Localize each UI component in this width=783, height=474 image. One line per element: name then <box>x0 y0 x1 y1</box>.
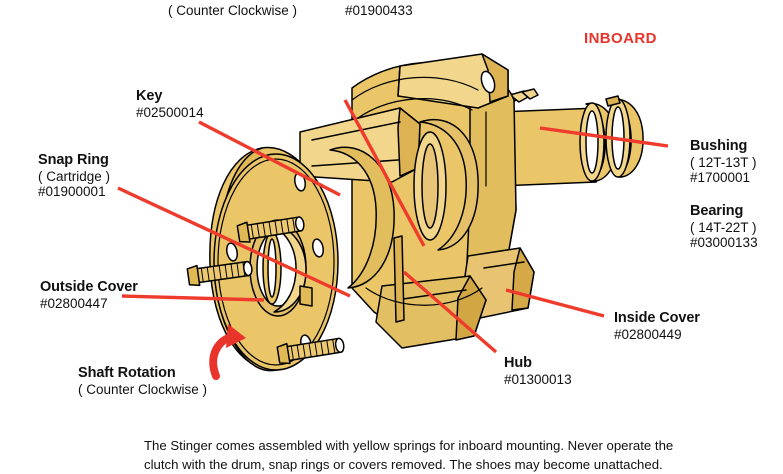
leader-lines <box>117 99 669 354</box>
callout-bushing-sub: ( 12T-13T ) <box>690 154 757 170</box>
callout-snap-ring-partnumber: #01900001 <box>38 184 106 200</box>
inboard-marker: INBOARD <box>584 30 657 47</box>
callout-hub-title: Hub <box>504 355 532 371</box>
callout-inside-cover-title: Inside Cover <box>614 310 700 326</box>
callout-snap-ring: Snap Ring ( Cartridge ) #01900001 <box>38 152 110 200</box>
callout-outside-cover: Outside Cover #02800447 <box>40 279 138 311</box>
callout-outside-cover-title: Outside Cover <box>40 279 138 295</box>
callout-hub: Hub #01300013 <box>504 355 572 387</box>
callout-bushing-title: Bushing <box>690 138 748 154</box>
shaft-snap-rings <box>579 95 644 182</box>
callout-hub-partnumber: #01300013 <box>504 371 572 387</box>
footer-caption-line1: The Stinger comes assembled with yellow … <box>144 438 674 453</box>
callout-shaft-rotation: Shaft Rotation ( Counter Clockwise ) <box>78 365 207 397</box>
callout-snap-ring-sub: ( Cartridge ) <box>38 168 111 184</box>
callout-bushing-partnumber: #1700001 <box>690 170 751 186</box>
housing-skirt <box>375 275 487 349</box>
footer-caption: The Stinger comes assembled with yellow … <box>144 437 764 474</box>
shaft-rotation-arrow <box>209 324 246 380</box>
callout-outside-cover-partnumber: #02800447 <box>40 295 108 311</box>
callout-bearing: Bearing ( 14T-22T ) #03000133 <box>690 203 758 251</box>
housing-detail-lines <box>351 76 487 306</box>
callout-inside-cover-partnumber: #02800449 <box>614 326 682 342</box>
housing-rib <box>393 235 405 323</box>
callout-bearing-title: Bearing <box>690 203 744 219</box>
callout-shaft-rotation-sub: ( Counter Clockwise ) <box>78 381 208 397</box>
top-rotation-note: ( Counter Clockwise ) <box>168 3 298 18</box>
saddle-block <box>299 107 421 183</box>
callout-key: Key #02500014 <box>136 88 204 120</box>
top-part-number: #01900433 <box>345 3 413 18</box>
cover-bolts <box>186 216 345 365</box>
cartridge-collar <box>413 118 479 251</box>
callout-bearing-sub: ( 14T-22T ) <box>690 219 757 235</box>
callout-key-title: Key <box>136 88 163 104</box>
callout-bushing: Bushing ( 12T-13T ) #1700001 <box>690 138 757 186</box>
callout-key-partnumber: #02500014 <box>136 104 204 120</box>
footer-caption-line2: clutch with the drum, snap rings or cove… <box>144 456 663 472</box>
callout-inside-cover: Inside Cover #02800449 <box>614 310 700 342</box>
callout-snap-ring-title: Snap Ring <box>38 152 109 168</box>
callout-shaft-rotation-title: Shaft Rotation <box>78 365 176 381</box>
callout-bearing-partnumber: #03000133 <box>690 235 758 251</box>
